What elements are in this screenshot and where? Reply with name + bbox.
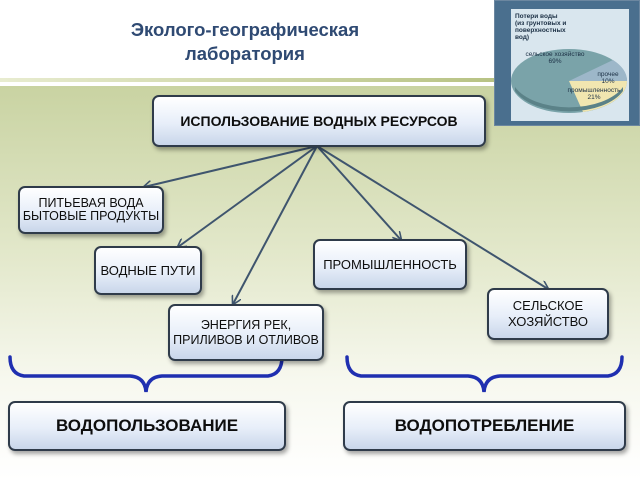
node-waterways: ВОДНЫЕ ПУТИ: [94, 246, 202, 295]
thumbnail-label-industry: промышленность 21%: [565, 87, 623, 101]
thumbnail-other-value: 10%: [601, 78, 615, 85]
group-water-use: ВОДОПОЛЬЗОВАНИЕ: [8, 401, 286, 451]
thumbnail-title-line-2: (из грунтовых и: [515, 20, 567, 27]
pie-slice-industry: [569, 81, 627, 112]
header-divider: [0, 78, 500, 82]
root-node: ИСПОЛЬЗОВАНИЕ ВОДНЫХ РЕСУРСОВ: [152, 95, 486, 147]
thumbnail-title-line-3: поверхностных вод): [515, 27, 566, 41]
node-energy: ЭНЕРГИЯ РЕК, ПРИЛИВОВ И ОТЛИВОВ: [168, 304, 324, 361]
arrow-to-industry: [316, 145, 401, 240]
node-industry: ПРОМЫШЛЕННОСТЬ: [313, 239, 467, 290]
slide-title-line-1: Эколого-географическая: [130, 19, 360, 40]
thumbnail-title-line-1: Потери воды: [515, 13, 558, 20]
slide-title: Эколого-географическая лаборатория: [60, 18, 430, 66]
thumbnail-agri-text: сельское хозяйство: [525, 51, 585, 58]
arrow-to-drinking: [144, 145, 318, 187]
thumbnail-label-agriculture: сельское хозяйство 69%: [523, 51, 587, 65]
group-water-consumption: ВОДОПОТРЕБЛЕНИЕ: [343, 401, 626, 451]
pie-slice-other: [569, 60, 628, 81]
thumbnail-title: Потери воды (из грунтовых и поверхностны…: [515, 13, 575, 41]
thumbnail-label-other: прочее 10%: [591, 71, 625, 85]
left-bracket: [8, 355, 284, 393]
node-agriculture: СЕЛЬСКОЕ ХОЗЯЙСТВО: [487, 288, 609, 340]
arrow-to-waterways: [178, 145, 318, 247]
arrow-to-agriculture: [316, 145, 548, 289]
thumbnail-agri-value: 69%: [548, 58, 562, 65]
node-drinking-water: ПИТЬЕВАЯ ВОДА БЫТОВЫЕ ПРОДУКТЫ: [18, 186, 164, 234]
thumbnail-industry-text: промышленность: [567, 87, 621, 94]
thumbnail-other-text: прочее: [597, 71, 619, 78]
pie-chart-thumbnail: Потери воды (из грунтовых и поверхностны…: [494, 0, 640, 126]
arrow-to-energy: [233, 145, 318, 304]
thumbnail-industry-value: 21%: [587, 94, 601, 101]
pie-thumbnail-graphic: [511, 9, 629, 121]
pie-edge: [515, 87, 623, 112]
slide-title-line-2: лаборатория: [185, 43, 305, 64]
right-bracket: [345, 355, 624, 393]
